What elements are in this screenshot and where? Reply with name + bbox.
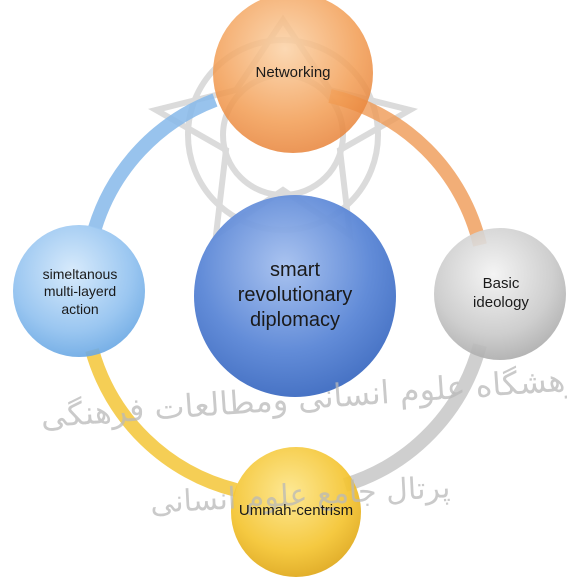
node-top	[213, 0, 373, 153]
node-right	[434, 228, 566, 360]
node-left-label: simeltanous multi-layerd action	[42, 265, 118, 317]
node-left	[13, 225, 145, 357]
ring-arc-bottom-left	[85, 348, 238, 497]
node-right-label: Basic ideology	[473, 275, 529, 311]
ring-arc-left-top	[88, 93, 218, 231]
node-bottom-label: Ummah-centrism	[238, 501, 354, 519]
ring-arc-right-bottom	[342, 343, 487, 492]
node-top-label: Networking	[255, 63, 331, 81]
node-bottom	[231, 447, 361, 577]
center-node-label: smart revolutionary diplomacy	[237, 258, 353, 331]
center-node	[194, 195, 396, 397]
